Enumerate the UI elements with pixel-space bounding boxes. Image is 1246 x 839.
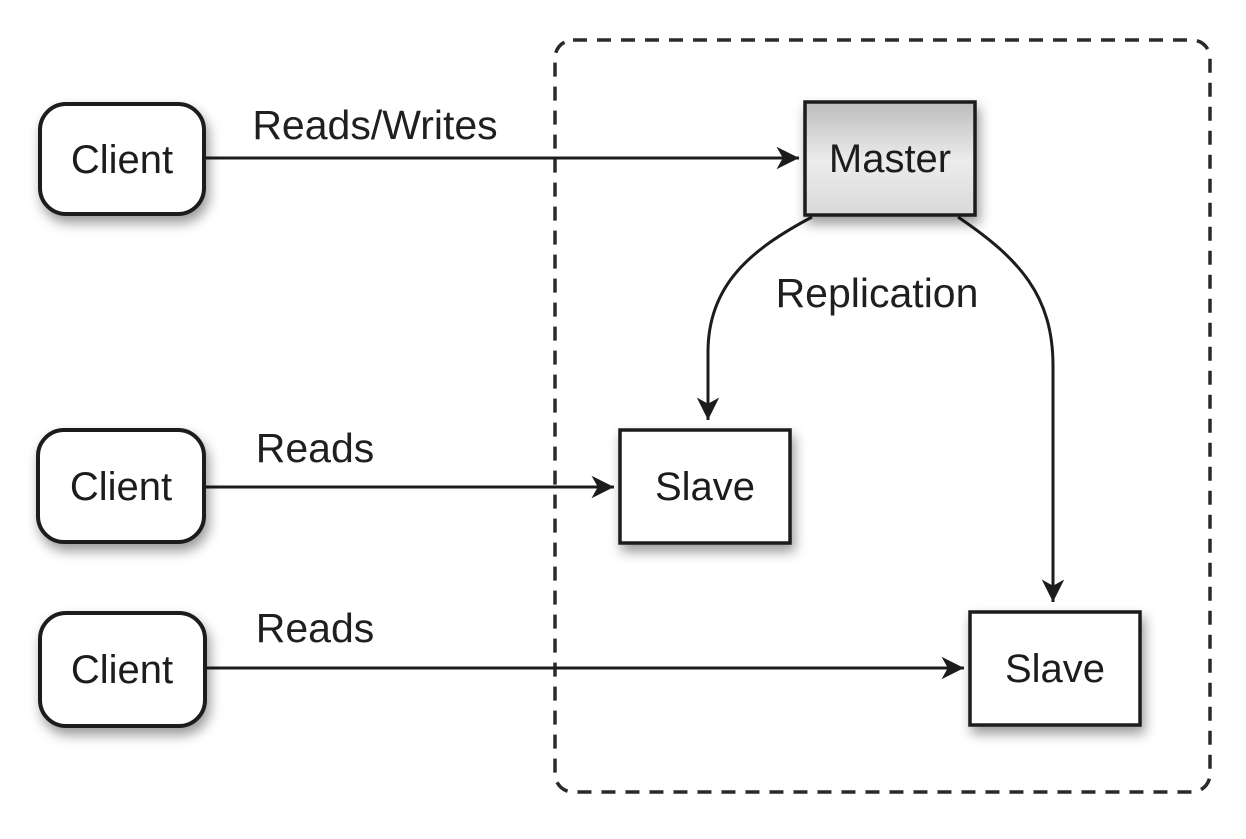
client3-box	[38, 611, 207, 728]
slave2-label: Slave	[1005, 647, 1105, 691]
client-node-2: Client	[36, 428, 206, 544]
client-node-3: Client	[38, 611, 207, 728]
client2-label: Client	[70, 465, 172, 509]
slave2-box	[968, 610, 1142, 727]
slave1-box	[618, 428, 792, 545]
reads-writes-label: Reads/Writes	[252, 102, 497, 148]
reads-label-middle: Reads	[256, 425, 375, 471]
client1-box	[38, 102, 206, 216]
arrow-master-to-slave1	[696, 215, 813, 420]
client3-label: Client	[71, 648, 173, 692]
replication-label: Replication	[776, 270, 979, 316]
master-box	[803, 100, 977, 217]
reads-label-bottom: Reads	[256, 605, 375, 651]
master-label: Master	[829, 137, 951, 181]
arrow-master-to-slave2	[957, 215, 1065, 602]
slave1-label: Slave	[655, 465, 755, 509]
slave-node-1: Slave	[618, 428, 792, 545]
master-node: Master	[803, 100, 977, 217]
slave-node-2: Slave	[968, 610, 1142, 727]
client1-label: Client	[71, 138, 173, 182]
client-node-1: Client	[38, 102, 206, 216]
client2-box	[36, 428, 206, 544]
